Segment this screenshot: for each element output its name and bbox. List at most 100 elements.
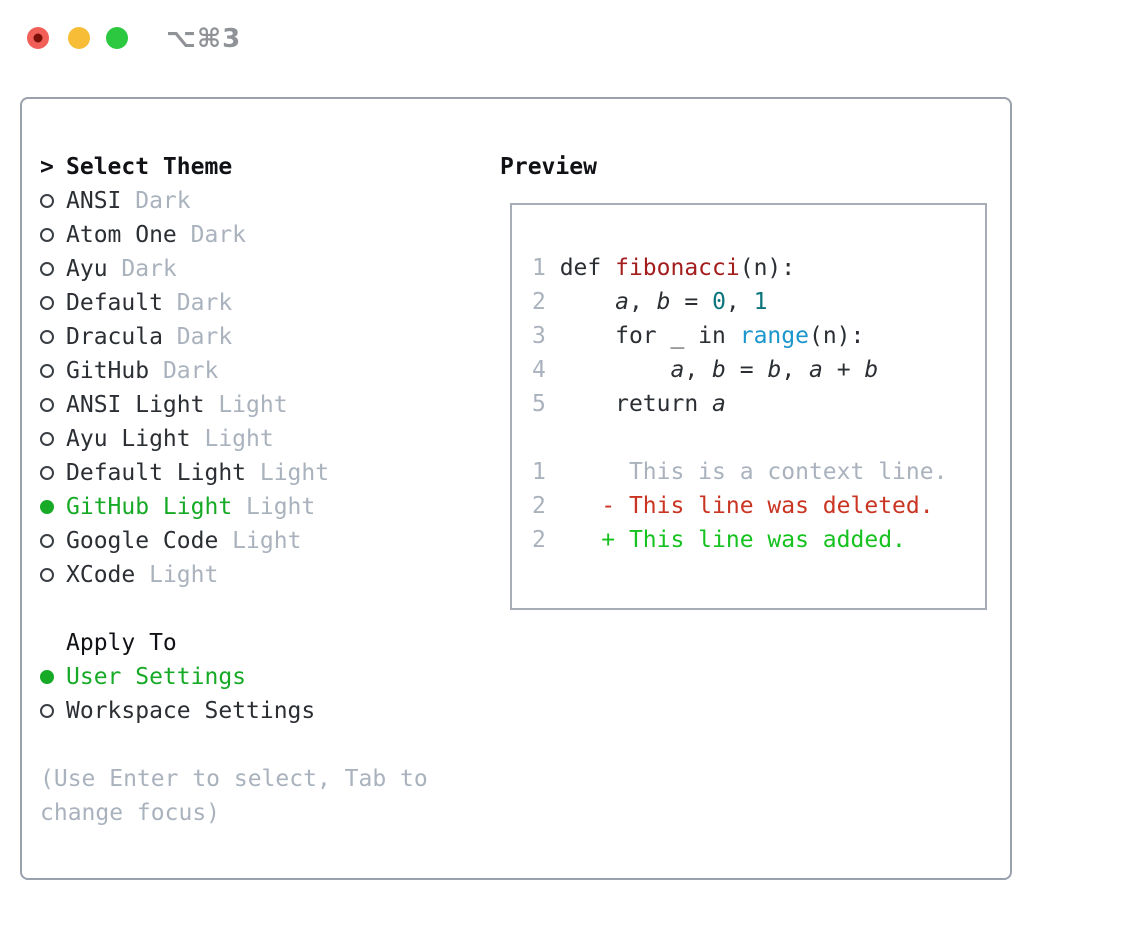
- radio-icon: [40, 703, 54, 718]
- theme-option-dracula[interactable]: Dracula Dark: [40, 320, 492, 354]
- radio-icon: [40, 567, 54, 582]
- theme-name: Atom One: [66, 222, 177, 248]
- line-number: 5: [532, 391, 560, 417]
- code-token-var: b: [656, 289, 671, 315]
- apply-option-user-settings[interactable]: User Settings: [40, 660, 492, 694]
- theme-option-ansi[interactable]: ANSI Dark: [40, 184, 492, 218]
- code-token-num: 1: [753, 289, 768, 315]
- line-number: 3: [532, 323, 560, 349]
- radio-cell: [40, 423, 66, 457]
- line-number: 1: [532, 255, 560, 281]
- code-token-var: b: [712, 357, 726, 383]
- radio-cell: [40, 695, 66, 729]
- minimize-button[interactable]: [68, 27, 90, 49]
- code-token-var: a: [809, 357, 823, 383]
- radio-icon: [40, 193, 54, 208]
- window-titlebar: ⌥⌘3: [0, 0, 1140, 76]
- theme-name: GitHub Light: [66, 494, 233, 520]
- code-token-plain: ,: [628, 289, 657, 315]
- radio-cell: [40, 491, 66, 525]
- theme-option-default-light[interactable]: Default Light Light: [40, 456, 492, 490]
- radio-cell: [40, 253, 66, 287]
- apply-option-workspace-settings[interactable]: Workspace Settings: [40, 694, 492, 728]
- theme-variant: Light: [232, 494, 316, 520]
- theme-name: Ayu: [66, 256, 108, 282]
- code-token-plain: =: [670, 289, 713, 315]
- theme-option-xcode[interactable]: XCode Light: [40, 558, 492, 592]
- code-token-var: a: [670, 357, 685, 383]
- radio-cell: [40, 355, 66, 389]
- apply-to-header: Apply To: [66, 630, 177, 656]
- theme-name: Dracula: [66, 324, 163, 350]
- unsaved-changes-dot-icon: [33, 33, 43, 43]
- close-button[interactable]: [27, 27, 49, 49]
- theme-variant: Light: [190, 426, 274, 452]
- radio-cell: [40, 457, 66, 491]
- radio-cell: [40, 219, 66, 253]
- code-token-plain: ,: [684, 357, 713, 383]
- theme-option-github[interactable]: GitHub Dark: [40, 354, 492, 388]
- code-line: 5 return a: [532, 387, 985, 421]
- radio-icon: [40, 363, 54, 378]
- code-token-plain: [560, 289, 615, 315]
- theme-option-atom-one[interactable]: Atom One Dark: [40, 218, 492, 252]
- select-theme-header: > Select Theme: [40, 150, 492, 184]
- theme-name: Ayu Light: [66, 426, 191, 452]
- theme-option-github-light[interactable]: GitHub Light Light: [40, 490, 492, 524]
- radio-icon: [40, 465, 54, 480]
- diff-line-added: 2 + This line was added.: [532, 523, 985, 557]
- diff-sample: 1 This is a context line.2 - This line w…: [532, 455, 985, 557]
- theme-name: Default Light: [66, 460, 247, 486]
- radio-cell: [40, 661, 66, 695]
- section-spacer: [40, 592, 492, 626]
- radio-icon: [40, 329, 54, 344]
- diff-line-context: 1 This is a context line.: [532, 455, 985, 489]
- theme-name: ANSI Light: [66, 392, 205, 418]
- line-number: 2: [532, 527, 560, 553]
- code-line: 1 def fibonacci(n):: [532, 251, 985, 285]
- radio-icon: [40, 261, 54, 276]
- line-number: 4: [532, 357, 560, 383]
- apply-option-label: User Settings: [66, 664, 247, 690]
- line-number: 1: [532, 459, 560, 485]
- code-token-var: b: [864, 357, 879, 383]
- theme-option-ansi-light[interactable]: ANSI Light Light: [40, 388, 492, 422]
- code-token-plain: for _ in: [559, 323, 740, 349]
- blank-line: [532, 421, 985, 455]
- code-token-plain: ,: [725, 289, 754, 315]
- code-line: 4 a, b = b, a + b: [532, 353, 985, 387]
- zoom-button[interactable]: [106, 27, 128, 49]
- line-number: 2: [532, 493, 560, 519]
- radio-icon: [40, 227, 54, 242]
- theme-option-ayu[interactable]: Ayu Dark: [40, 252, 492, 286]
- theme-option-ayu-light[interactable]: Ayu Light Light: [40, 422, 492, 456]
- code-token-num: 0: [712, 289, 726, 315]
- code-token-plain: (n):: [808, 323, 865, 349]
- line-number: 2: [532, 289, 560, 315]
- theme-variant: Dark: [162, 324, 233, 350]
- select-theme-header-label: Select Theme: [66, 154, 233, 180]
- diff-text: + This line was added.: [559, 527, 906, 553]
- code-line: 3 for _ in range(n):: [532, 319, 985, 353]
- diff-line-deleted: 2 - This line was deleted.: [532, 489, 985, 523]
- code-token-plain: def: [559, 255, 616, 281]
- radio-cell: [40, 525, 66, 559]
- code-token-var: a: [712, 391, 726, 417]
- radio-icon: [40, 431, 54, 446]
- focus-chevron-icon: >: [40, 154, 54, 180]
- theme-variant: Light: [204, 392, 288, 418]
- theme-option-default[interactable]: Default Dark: [40, 286, 492, 320]
- theme-option-google-code[interactable]: Google Code Light: [40, 524, 492, 558]
- theme-name: Default: [66, 290, 163, 316]
- keyboard-hint: (Use Enter to select, Tab to change focu…: [40, 766, 428, 826]
- code-token-plain: [560, 357, 671, 383]
- radio-icon: [40, 397, 54, 412]
- code-line: 2 a, b = 0, 1: [532, 285, 985, 319]
- code-token-func: fibonacci: [615, 255, 740, 281]
